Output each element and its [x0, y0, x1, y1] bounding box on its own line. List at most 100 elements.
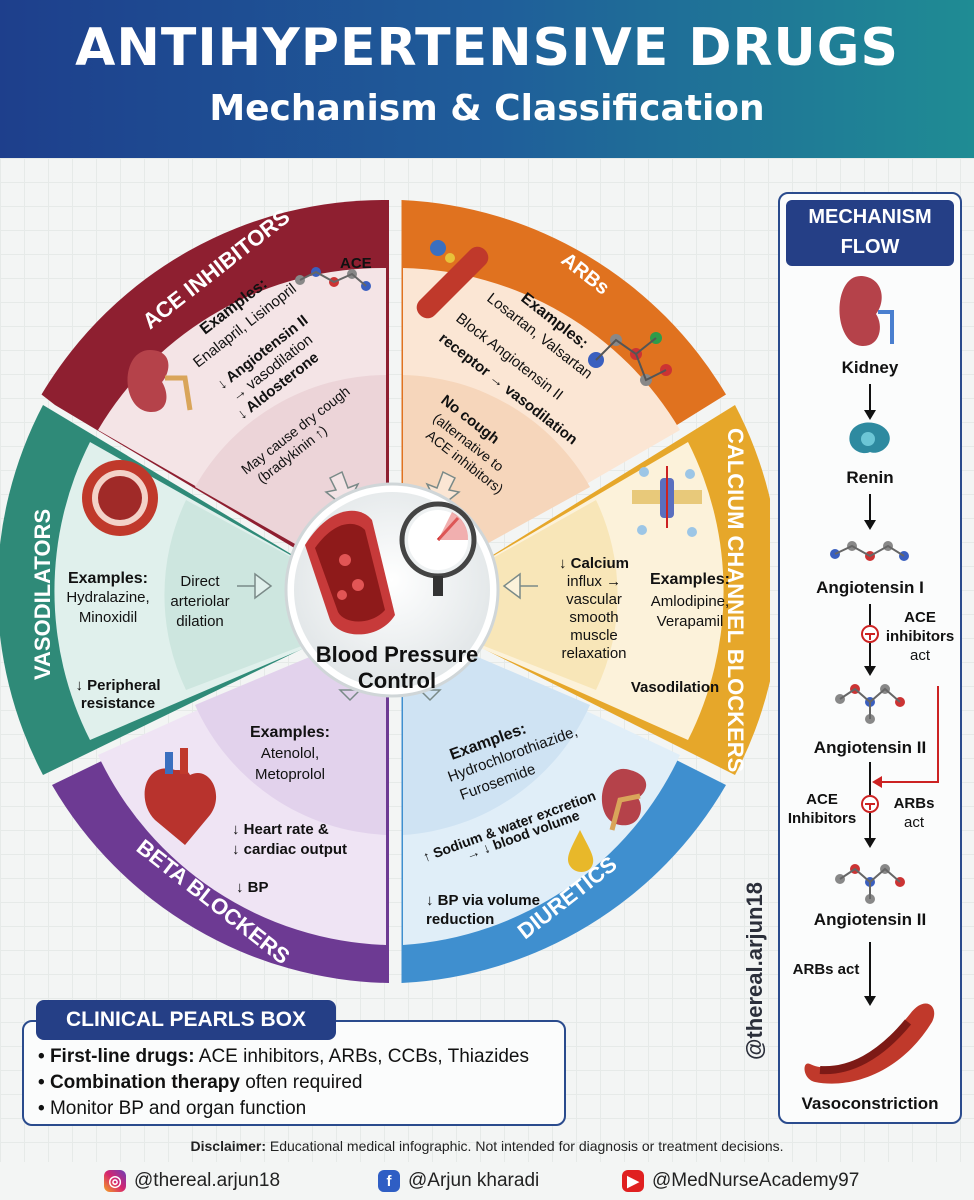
instagram-link[interactable]: ◎ @thereal.arjun18 — [104, 1170, 280, 1192]
kidney-icon — [127, 350, 193, 413]
droplet-icon — [568, 830, 594, 872]
vaso-mech-1: Direct — [180, 573, 220, 590]
flow-arbs: ARBs act — [884, 794, 944, 832]
ccb-mech-1: ↓ Calcium — [559, 555, 629, 572]
facebook-icon: f — [378, 1170, 400, 1192]
disclaimer: Disclaimer: Educational medical infograp… — [0, 1138, 974, 1154]
flow-angiotensin-2a: Angiotensin II — [813, 738, 927, 757]
molecule-icon — [835, 864, 905, 904]
beta-example-1: Atenolol, — [261, 745, 319, 762]
ccb-examples-label: Examples: — [650, 571, 730, 588]
flow-kidney: Kidney — [841, 358, 899, 377]
youtube-handle: @MedNurseAcademy97 — [652, 1170, 860, 1191]
blood-vessel-icon — [416, 240, 489, 319]
vaso-title: VASODILATORS — [30, 509, 55, 680]
pearl-item-1: First-line drugs: ACE inhibitors, ARBs, … — [38, 1044, 529, 1070]
molecule-icon — [588, 332, 672, 386]
flow-title-line2: FLOW — [840, 236, 900, 258]
blood-vessel-icon — [82, 460, 158, 536]
kidney-icon — [839, 275, 894, 347]
segment-arbs — [401, 200, 726, 597]
beta-examples-label: Examples: — [250, 724, 330, 741]
gauge-icon — [399, 501, 477, 596]
header-banner: ANTIHYPERTENSIVE DRUGS Mechanism & Class… — [0, 0, 974, 158]
drug-class-wheel: Blood Pressure Control ACE INHIBITORS AC… — [0, 199, 770, 983]
facebook-handle: @Arjun kharadi — [408, 1170, 540, 1191]
ccb-mech-5: muscle — [570, 627, 618, 644]
youtube-link[interactable]: ▶ @MedNurseAcademy97 — [622, 1170, 859, 1192]
page-title: ANTIHYPERTENSIVE DRUGS — [75, 18, 899, 78]
mechanism-flow-panel: MECHANISM FLOW — [778, 192, 962, 1124]
disclaimer-text: Educational medical infographic. Not int… — [265, 1138, 784, 1154]
ccb-mech-2: influx → — [567, 573, 621, 590]
ccb-effect: Vasodilation — [631, 679, 719, 696]
flow-title: MECHANISM FLOW — [786, 200, 954, 266]
diuretics-effect-1: ↓ BP via volume — [426, 892, 540, 909]
pearl-2-text: often required — [239, 1072, 363, 1093]
blood-vessel-icon — [804, 1003, 935, 1084]
beta-mech-2: ↓ cardiac output — [232, 841, 347, 858]
vaso-examples-label: Examples: — [68, 570, 148, 587]
ccb-title: CALCIUM CHANNEL BLOCKERS — [723, 428, 748, 772]
pearl-1-text: ACE inhibitors, ARBs, CCBs, Thiazides — [194, 1046, 529, 1067]
flow-ace-inhibitors: ACE Inhibitors — [780, 790, 864, 828]
ccb-example-2: Verapamil — [657, 613, 724, 630]
molecule-icon — [830, 541, 909, 561]
vaso-effect-1: ↓ Peripheral — [75, 677, 160, 694]
heart-icon — [144, 748, 217, 845]
renin-icon — [849, 422, 890, 454]
flow-title-line1: MECHANISM — [808, 206, 932, 228]
beta-mech-1: ↓ Heart rate & — [232, 821, 329, 838]
vaso-example-2: Minoxidil — [79, 609, 137, 626]
molecule-icon — [835, 684, 905, 724]
flow-arbs-2: act — [903, 814, 924, 831]
beta-effect: ↓ BP — [236, 879, 269, 896]
vaso-example-1: Hydralazine, — [66, 589, 149, 606]
pearl-2-bold: Combination therapy — [49, 1072, 240, 1093]
youtube-icon: ▶ — [622, 1170, 644, 1192]
vaso-mech-2: arteriolar — [170, 593, 229, 610]
ccb-example-1: Amlodipine, — [651, 593, 729, 610]
ccb-mech-3: vascular — [566, 591, 622, 608]
flow-ace-note-2: inhibitors — [885, 628, 955, 645]
center-title-line1: Blood Pressure — [316, 642, 479, 667]
pearl-1-bold: First-line drugs: — [49, 1046, 195, 1067]
ccb-mech-4: smooth — [569, 609, 618, 626]
flow-ace-note: ACE inhibitors act — [880, 608, 960, 665]
flow-angiotensin-1: Angiotensin I — [816, 578, 924, 597]
instagram-handle: @thereal.arjun18 — [134, 1170, 281, 1191]
flow-ace-note-3: act — [909, 647, 930, 664]
facebook-link[interactable]: f @Arjun kharadi — [378, 1170, 539, 1192]
clinical-pearls-box: CLINICAL PEARLS BOX First-line drugs: AC… — [22, 1000, 566, 1126]
beta-example-2: Metoprolol — [255, 766, 325, 783]
segment-ace-inhibitors — [41, 199, 389, 597]
flow-ace-inhibitors-2: Inhibitors — [787, 810, 857, 827]
vaso-mech-3: dilation — [176, 613, 224, 630]
vaso-effect-2: resistance — [81, 695, 155, 712]
flow-angiotensin-2b: Angiotensin II — [813, 910, 927, 929]
flow-arbs-1: ARBs — [893, 795, 935, 812]
molecule-icon — [295, 267, 371, 291]
kidney-icon — [601, 768, 647, 831]
ccb-mech-6: relaxation — [561, 645, 626, 662]
flow-arbs-act: ARBs act — [792, 961, 860, 978]
flow-ace-inhibitors-1: ACE — [806, 791, 838, 808]
ace-enzyme-label: ACE — [340, 255, 372, 272]
social-footer: ◎ @thereal.arjun18 f @Arjun kharadi ▶ @M… — [0, 1162, 974, 1200]
blood-vessel-icon — [305, 510, 395, 635]
pearls-list: First-line drugs: ACE inhibitors, ARBs, … — [38, 1044, 529, 1122]
pearls-title: CLINICAL PEARLS BOX — [36, 1000, 336, 1040]
pearl-item-3: Monitor BP and organ function — [38, 1096, 529, 1122]
pearl-item-2: Combination therapy often required — [38, 1070, 529, 1096]
flow-ace-note-1: ACE — [904, 609, 936, 626]
calcium-channel-icon — [632, 466, 702, 537]
flow-vasoconstriction: Vasoconstriction — [801, 1094, 939, 1113]
instagram-icon: ◎ — [104, 1170, 126, 1192]
flow-graphics — [804, 275, 939, 1084]
flow-renin: Renin — [846, 468, 894, 487]
diuretics-effect-2: reduction — [426, 911, 494, 928]
center-title-line2: Control — [358, 668, 436, 693]
disclaimer-label: Disclaimer: — [190, 1138, 266, 1154]
pearl-3-text: Monitor BP and organ function — [49, 1098, 307, 1119]
page-subtitle: Mechanism & Classification — [209, 88, 765, 129]
